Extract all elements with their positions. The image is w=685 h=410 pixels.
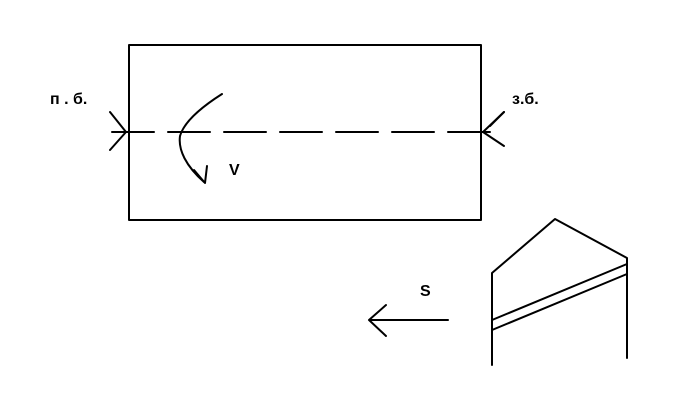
feed-label: S xyxy=(420,283,431,300)
cutting-tool-edge-upper xyxy=(491,263,628,321)
cutting-tool-edge-lower xyxy=(491,273,628,331)
velocity-label: V xyxy=(229,162,240,179)
rotation-arrow-curve xyxy=(178,93,223,183)
tailstock-label: з.б. xyxy=(512,91,539,108)
left-center-mark xyxy=(109,111,127,151)
feed-arrow-head xyxy=(368,304,387,337)
cutting-tool-outline xyxy=(491,218,628,366)
front-headstock-label: п . б. xyxy=(50,91,88,108)
right-center-mark-stroke xyxy=(489,111,505,127)
rotation-arrow-head xyxy=(193,165,208,184)
right-center-mark xyxy=(482,111,505,147)
